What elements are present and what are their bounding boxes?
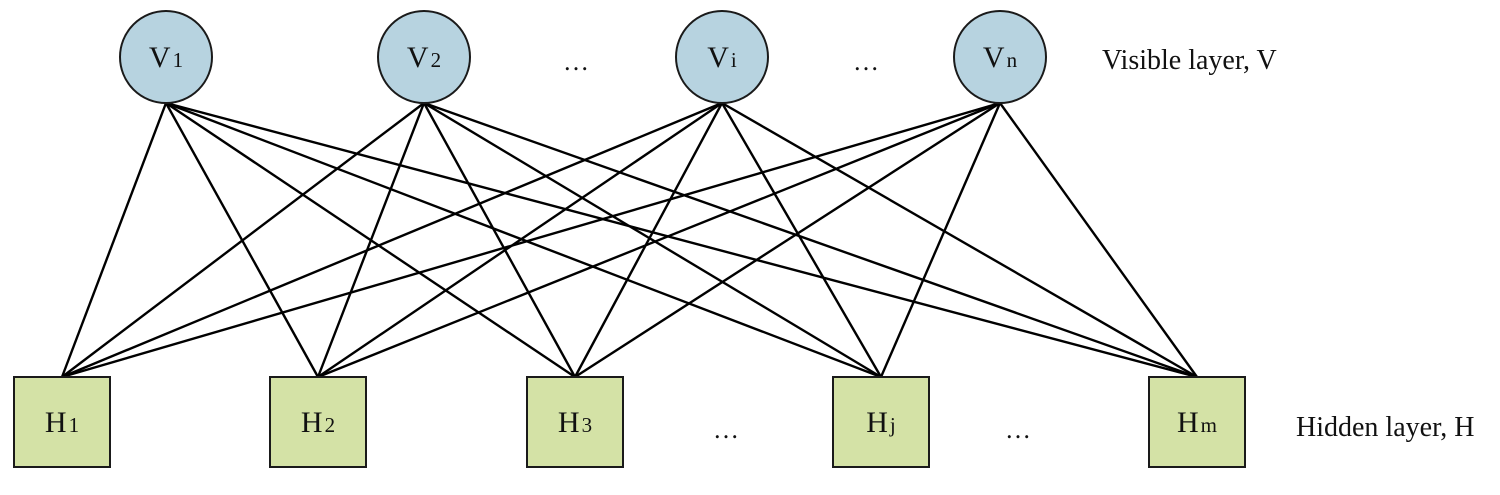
visible-node-circle: [377, 10, 471, 104]
hidden-ellipsis: …: [713, 415, 739, 444]
hidden-node-box: [13, 376, 111, 468]
visible-node-letter: V: [983, 41, 1005, 74]
edge-vi-h1: [61, 101, 723, 379]
edge-v2-h1: [61, 102, 425, 378]
visible-node-letter: V: [149, 41, 171, 74]
visible-node-label: V1: [149, 41, 183, 74]
visible-node-label: Vi: [707, 41, 737, 74]
hidden-node-label: H3: [558, 406, 592, 439]
hidden-node-label: H1: [45, 406, 79, 439]
hidden-node-subscript: 3: [582, 413, 593, 437]
visible-ellipsis: …: [563, 47, 589, 76]
edge-v1-hj: [165, 101, 882, 379]
visible-node-vi: Vi: [675, 10, 769, 104]
hidden-node-hj: Hj: [832, 376, 930, 468]
visible-node-subscript: n: [1007, 48, 1018, 72]
visible-node-circle: [119, 10, 213, 104]
hidden-node-subscript: j: [889, 413, 896, 437]
edge-v1-h1: [60, 102, 168, 378]
hidden-node-h3: H3: [526, 376, 624, 468]
edge-v1-hm: [165, 101, 1198, 379]
edge-vn-hj: [879, 102, 1002, 378]
visible-node-letter: V: [407, 41, 429, 74]
edge-vi-h3: [573, 102, 724, 378]
edge-vi-hm: [721, 101, 1198, 379]
edge-vn-h1: [61, 101, 1001, 379]
hidden-node-letter: H: [45, 406, 67, 439]
visible-node-vn: Vn: [953, 10, 1047, 104]
visible-node-circle: [953, 10, 1047, 104]
hidden-ellipsis: …: [1005, 415, 1031, 444]
hidden-node-label: H2: [301, 406, 335, 439]
edge-v2-h3: [422, 102, 577, 378]
edge-v2-hj: [423, 101, 882, 379]
hidden-node-label: Hm: [1177, 406, 1217, 439]
hidden-node-letter: H: [301, 406, 323, 439]
edge-vi-h2: [317, 102, 723, 378]
hidden-node-subscript: m: [1201, 413, 1217, 437]
hidden-node-box: [269, 376, 367, 468]
visible-node-label: Vn: [983, 41, 1018, 74]
hidden-node-h2: H2: [269, 376, 367, 468]
visible-node-label: V2: [407, 41, 441, 74]
hidden-node-label: Hj: [866, 406, 896, 439]
visible-node-subscript: 2: [431, 48, 442, 72]
hidden-node-h1: H1: [13, 376, 111, 468]
visible-node-circle: [675, 10, 769, 104]
hidden-node-letter: H: [1177, 406, 1199, 439]
hidden-node-box: [832, 376, 930, 468]
hidden-node-letter: H: [558, 406, 580, 439]
visible-node-subscript: 1: [173, 48, 184, 72]
edge-vn-h2: [317, 101, 1001, 379]
hidden-node-hm: Hm: [1148, 376, 1246, 468]
visible-node-letter: V: [707, 41, 729, 74]
visible-node-v1: V1: [119, 10, 213, 104]
visible-ellipsis: …: [853, 47, 879, 76]
hidden-layer-label: Hidden layer, H: [1296, 412, 1475, 443]
edge-vn-h3: [574, 101, 1001, 379]
hidden-node-box: [526, 376, 624, 468]
edge-vn-hm: [999, 102, 1198, 378]
edge-v2-h2: [316, 102, 426, 378]
visible-node-v2: V2: [377, 10, 471, 104]
hidden-node-subscript: 1: [69, 413, 80, 437]
connection-edges: [60, 101, 1198, 379]
edge-v2-hm: [423, 101, 1198, 379]
hidden-node-letter: H: [866, 406, 888, 439]
visible-node-subscript: i: [731, 48, 737, 72]
hidden-node-box: [1148, 376, 1246, 468]
edge-vi-hj: [720, 102, 883, 378]
hidden-node-subscript: 2: [325, 413, 336, 437]
visible-layer-label: Visible layer, V: [1102, 45, 1277, 76]
